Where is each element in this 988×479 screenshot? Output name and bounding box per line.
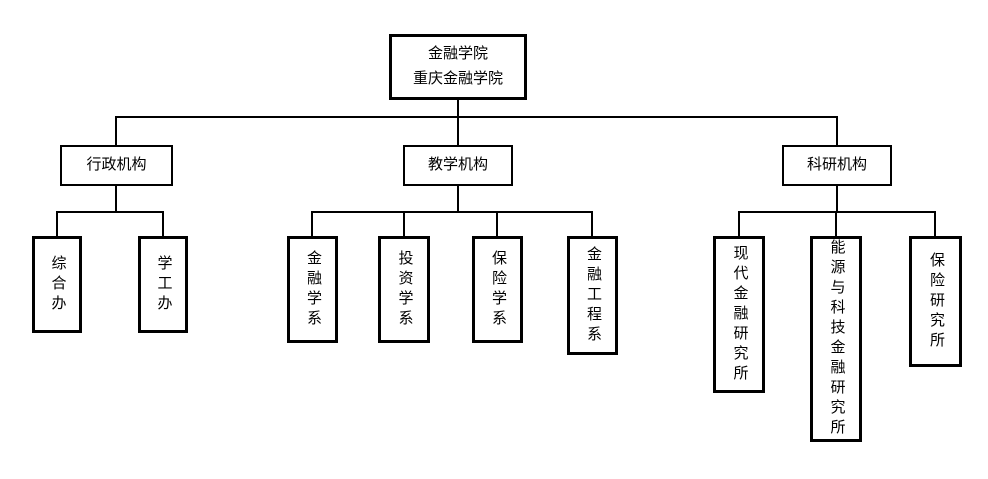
node-insurance-dept: 保险学系 — [472, 236, 523, 343]
connector-drop-general-office — [56, 212, 58, 236]
node-general-office: 综合办 — [32, 236, 82, 333]
connector-admin-rail — [56, 211, 164, 213]
node-finance-dept: 金融学系 — [287, 236, 338, 343]
connector-drop-admin — [115, 117, 117, 146]
connector-drop-research — [836, 117, 838, 146]
node-investment-dept: 投资学系 — [378, 236, 430, 343]
connector-drop-teaching — [457, 117, 459, 146]
node-admin-org: 行政机构 — [60, 145, 173, 186]
connector-drop-modern-finance-inst — [738, 212, 740, 236]
connector-research-rail — [738, 211, 936, 213]
root-title-line1: 金融学院 — [427, 46, 488, 62]
connector-drop-finance-dept — [311, 212, 313, 236]
node-finance-school-root: 金融学院 重庆金融学院 — [389, 34, 527, 100]
connector-admin-stem — [115, 185, 117, 212]
connector-research-stem — [836, 185, 838, 212]
connector-drop-fin-engineering-dept — [591, 212, 593, 236]
connector-root-stem — [457, 100, 459, 117]
root-title-line2: 重庆金融学院 — [412, 71, 503, 87]
node-research-org: 科研机构 — [782, 145, 892, 186]
connector-teaching-rail — [311, 211, 593, 213]
connector-drop-insurance-inst — [934, 212, 936, 236]
connector-drop-investment-dept — [403, 212, 405, 236]
connector-teaching-stem — [457, 185, 459, 212]
node-teaching-org: 教学机构 — [403, 145, 513, 186]
connector-drop-insurance-dept — [496, 212, 498, 236]
node-insurance-research-institute: 保险研究所 — [909, 236, 962, 367]
node-financial-engineering-dept: 金融工程系 — [567, 236, 618, 355]
node-modern-finance-institute: 现代金融研究所 — [713, 236, 765, 393]
connector-level1-rail — [115, 116, 838, 118]
connector-drop-student-affairs — [162, 212, 164, 236]
connector-drop-energy-tech-inst — [835, 212, 837, 236]
node-energy-tech-finance-institute: 能源与科技金融研究所 — [810, 236, 862, 442]
node-student-affairs-office: 学工办 — [138, 236, 188, 333]
